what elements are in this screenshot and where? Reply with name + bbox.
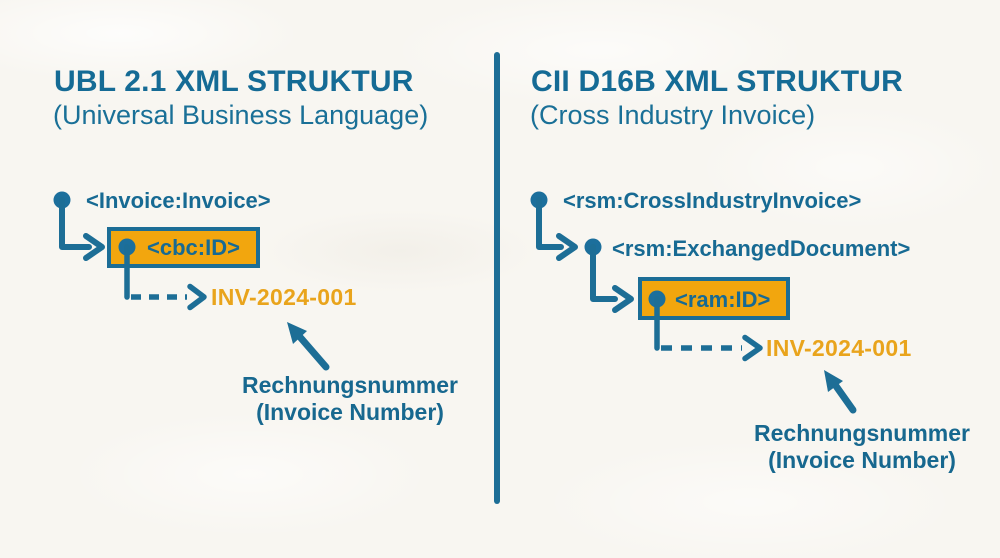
cii-id-node-label: <ram:ID> [675,287,771,312]
cii-elbow-arrowhead-icon-2 [612,285,634,313]
ubl-tree-connectors [53,191,330,371]
cii-annotation-line2: (Invoice Number) [768,447,956,473]
cii-panel-title: CII D16B XML STRUKTUR [531,65,904,98]
ubl-elbow-connector-line [59,197,92,250]
ubl-panel-title: UBL 2.1 XML STRUKTUR [54,65,414,98]
ubl-annotation: Rechnungsnummer (Invoice Number) [200,372,500,426]
ubl-elbow-arrowhead-icon [83,233,105,261]
ubl-panel-subtitle: (Universal Business Language) [53,100,429,130]
cii-annotation-line1: Rechnungsnummer [754,420,970,446]
panel-divider [494,52,500,504]
cii-elbow-arrowhead-icon-1 [556,233,578,261]
ubl-invoice-number-value: INV-2024-001 [211,284,357,310]
cii-annotation: Rechnungsnummer (Invoice Number) [737,420,987,474]
ubl-annotation-arrow-shaft [296,333,330,371]
ubl-id-node-label: <cbc:ID> [147,235,240,260]
cii-invoice-number-value: INV-2024-001 [766,335,912,361]
cii-tree-connectors [530,191,857,414]
ubl-root-node-label: <Invoice:Invoice> [86,188,271,213]
ubl-annotation-arrow-icon [287,322,307,344]
cii-root-node-label: <rsm:CrossIndustryInvoice> [563,188,862,213]
ubl-annotation-line1: Rechnungsnummer [242,372,458,398]
cii-annotation-arrow-shaft [832,382,857,414]
cii-annotation-arrow-icon [824,370,843,392]
ubl-value-arrowhead-icon [187,283,207,311]
cii-value-arrowhead-icon [742,334,763,362]
cii-panel-subtitle: (Cross Industry Invoice) [530,100,816,130]
cii-child-node-label: <rsm:ExchangedDocument> [612,236,911,261]
cii-elbow-connector-line-1 [536,197,564,250]
ubl-annotation-line2: (Invoice Number) [256,399,444,425]
cii-elbow-connector-line-2 [590,244,618,302]
